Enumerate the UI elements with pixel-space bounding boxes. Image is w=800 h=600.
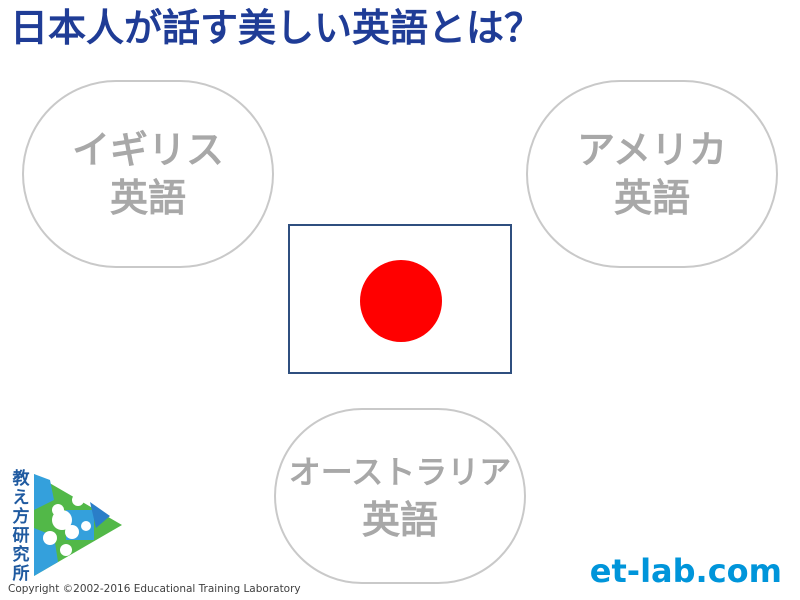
bubble-sublabel: 英語: [361, 498, 438, 542]
page-title: 日本人が話す美しい英語とは？: [10, 6, 543, 50]
bubble-sublabel: 英語: [613, 176, 690, 220]
bubble-label: アメリカ: [576, 128, 728, 172]
puzzle-triangle-logo: [34, 474, 122, 576]
bubble-label: イギリス: [71, 128, 224, 172]
australian-english-bubble: オーストラリア 英語: [274, 408, 526, 584]
et-lab-logo: 教え方研究所: [8, 470, 124, 584]
bubble-label: オーストラリア: [288, 453, 512, 491]
american-english-bubble: アメリカ 英語: [526, 80, 778, 268]
japan-flag-icon: [288, 224, 512, 374]
logo-text: 教え方研究所: [12, 469, 30, 584]
site-url: et-lab.com: [589, 552, 782, 590]
bubble-sublabel: 英語: [109, 176, 186, 220]
british-english-bubble: イギリス 英語: [22, 80, 274, 268]
copyright-text: Copyright ©2002-2016 Educational Trainin…: [8, 583, 301, 595]
rising-sun-disc: [360, 260, 442, 342]
